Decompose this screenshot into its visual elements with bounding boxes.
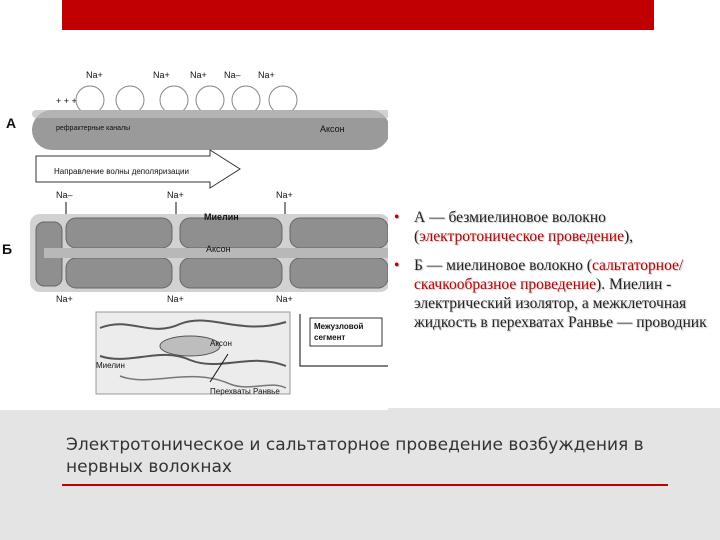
na-label: Na+ [190,70,207,80]
bullet-list: •А — безмиелиновое волокно (электротонич… [390,208,710,342]
bullet-text: Б — миелиновое волокно ( [414,257,592,274]
refractory-channels-label: рефрактерные каналы [56,125,130,132]
caption-underline [62,484,668,486]
slide-caption: Электротоническое и сальтаторное проведе… [66,434,666,478]
panel-a-label: А [6,115,16,131]
bullet-item: •А — безмиелиновое волокно (электротонич… [390,208,710,246]
nerve-fiber-figure: А Na+ Na+ Na+ Na– Na+ + + + - - - рефрак… [0,66,388,410]
title-bar-accent [62,0,654,30]
bullet-glyph: • [394,208,399,227]
axon-label-micrograph: Аксон [210,339,232,348]
panel-b-label: Б [2,241,12,257]
na-label: Na+ [86,70,103,80]
ranvier-nodes-label: Перехваты Ранвье [210,387,280,396]
na-label: Na+ [258,70,275,80]
na-label: Na+ [56,294,73,304]
na-label: Na+ [276,294,293,304]
axon-label-b: Аксон [206,244,231,254]
myelin-label: Миелин [204,212,239,222]
bullet-text: ), [624,228,633,245]
myelin-label-micrograph: Миелин [96,361,125,370]
na-label: Na+ [167,190,184,200]
axon-label-a: Аксон [320,124,345,134]
na-label: Na+ [167,294,184,304]
plus-charges: + + + [56,96,77,106]
na-label: Na+ [153,70,170,80]
na-label: Na– [56,190,73,200]
na-label: Na– [224,70,241,80]
na-label: Na+ [276,190,293,200]
bullet-glyph: • [394,256,399,275]
bullet-item: •Б — миелиновое волокно (сальтаторное/ск… [390,256,710,332]
depolarization-direction-label: Направление волны деполяризации [54,167,189,176]
highlight-term: электротоническое проведение [419,228,624,245]
